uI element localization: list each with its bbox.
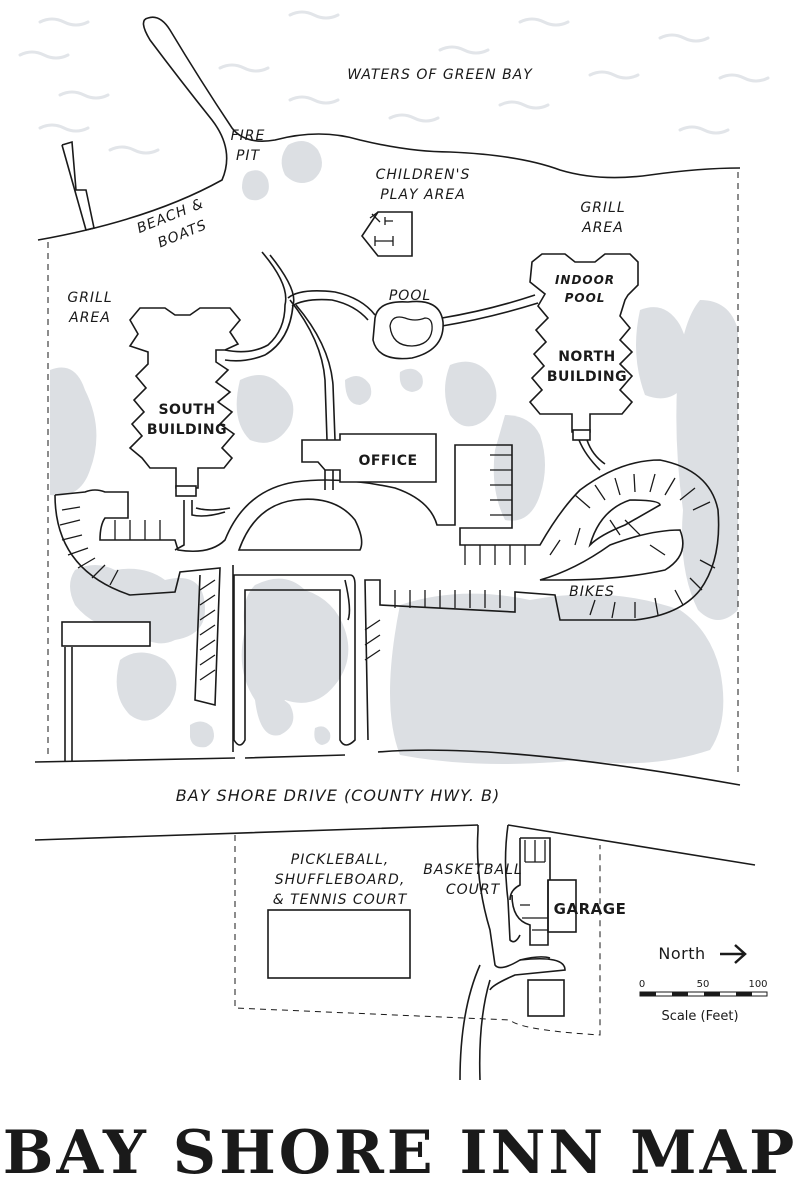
pickleball-court — [267, 909, 411, 979]
bay-shore-drive — [34, 647, 756, 1081]
garage-shape — [547, 879, 577, 933]
north-building-label-line2: BUILDING — [547, 369, 627, 385]
scale-tick-100: 100 — [748, 979, 767, 990]
north-building-label-line1: NORTH — [558, 349, 616, 365]
pool-label: POOL — [389, 288, 431, 304]
resort-buildings — [61, 253, 639, 647]
outdoor-pool — [372, 300, 444, 360]
grill-area-w-label-line2: AREA — [68, 310, 111, 326]
tree-areas — [50, 141, 738, 764]
storage-building — [61, 621, 151, 647]
lower-lot — [234, 835, 601, 1036]
children-play-area — [361, 211, 413, 257]
waters-label: WATERS OF GREEN BAY — [347, 67, 533, 83]
grill-area-w-label-line1: GRILL — [67, 290, 112, 306]
property-boundary — [47, 172, 739, 775]
grill-area-ne-label-line2: AREA — [581, 220, 624, 236]
fire-pit-label-line1: FIRE — [231, 128, 266, 144]
road-label: BAY SHORE DRIVE (COUNTY HWY. B) — [176, 786, 500, 805]
south-building-shape — [128, 307, 242, 489]
garage-label: GARAGE — [554, 900, 627, 918]
pickleball-label-line1: PICKLEBALL, — [291, 852, 389, 868]
office-shape — [301, 433, 437, 483]
shoreline — [37, 16, 741, 241]
scale-tick-50: 50 — [697, 979, 710, 990]
scale-tick-0: 0 — [639, 979, 645, 990]
grill-area-ne-label-line1: GRILL — [580, 200, 625, 216]
basketball-label-line2: COURT — [446, 882, 501, 898]
fire-pit-label-line2: PIT — [236, 148, 261, 164]
map-legend — [639, 944, 768, 997]
bikes-label: BIKES — [569, 584, 615, 600]
scale-label: Scale (Feet) — [661, 1009, 738, 1024]
parking — [54, 444, 720, 752]
office-label: OFFICE — [358, 453, 417, 469]
page-title: BAY SHORE INN MAP — [2, 1118, 798, 1188]
children-play-label-line2: PLAY AREA — [380, 187, 466, 203]
basketball-label-line1: BASKETBALL — [423, 862, 522, 878]
south-building-label-line2: BUILDING — [147, 422, 227, 438]
children-play-label-line1: CHILDREN'S — [376, 167, 471, 183]
pickleball-label-line3: & TENNIS COURT — [273, 892, 408, 908]
indoor-pool-label-line1: INDOOR — [555, 273, 615, 287]
north-building-shape — [528, 253, 639, 433]
indoor-pool-label-line2: POOL — [565, 291, 606, 305]
north-indicator-label: North — [658, 944, 705, 963]
pickleball-label-line2: SHUFFLEBOARD, — [275, 872, 406, 888]
south-building-label-line1: SOUTH — [158, 402, 215, 418]
water-waves — [18, 10, 770, 155]
map-labels: WATERS OF GREEN BAY FIRE PIT BEACH & BOA… — [67, 67, 767, 1024]
